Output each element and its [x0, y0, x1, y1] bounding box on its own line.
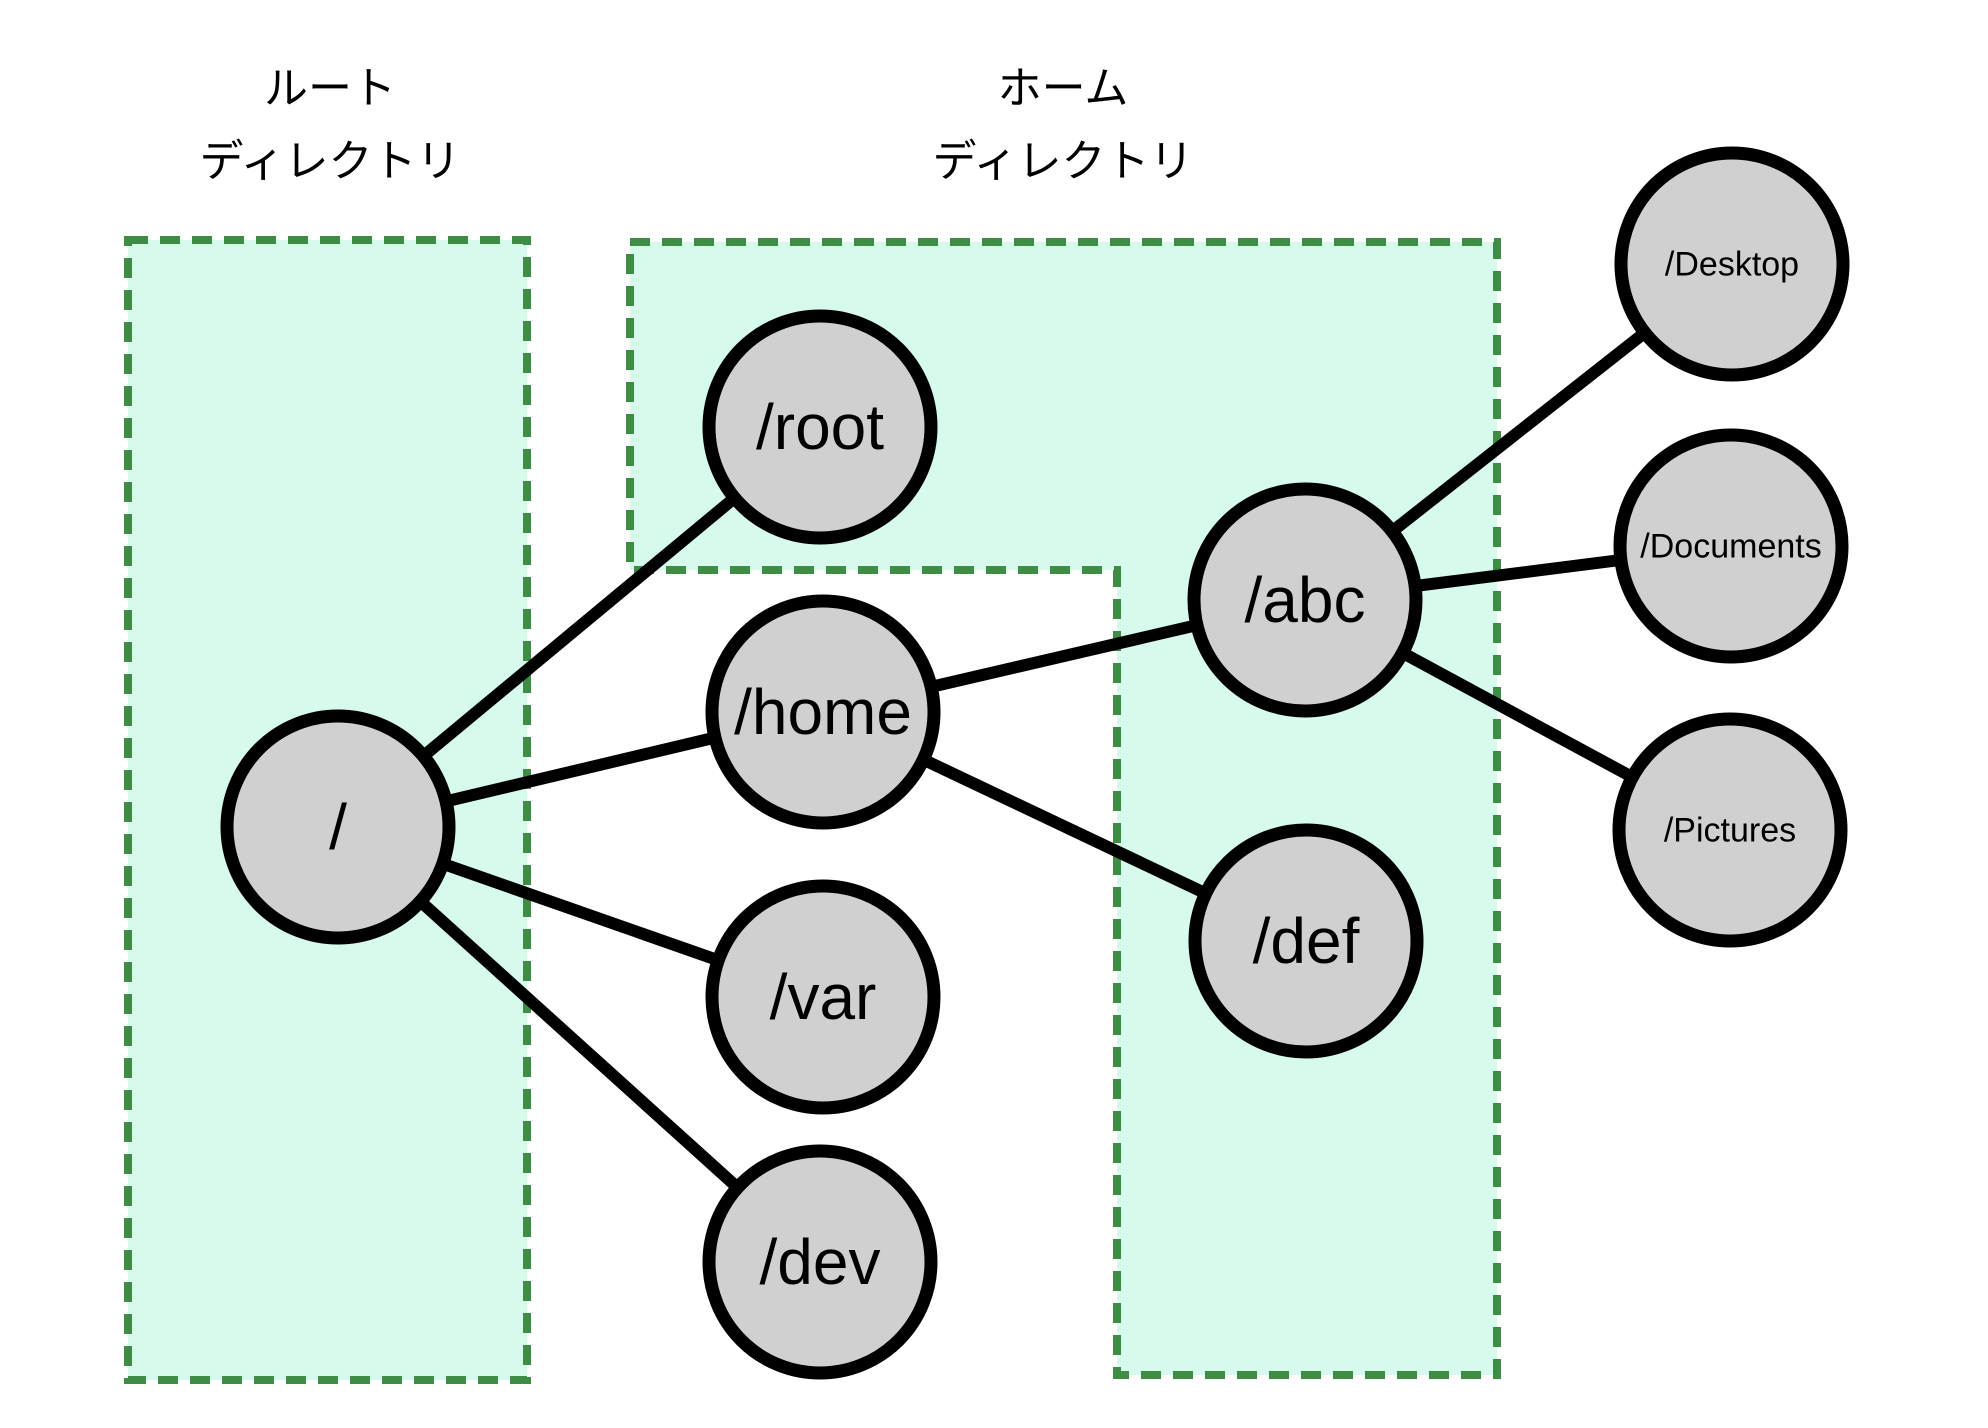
directory-node-circle-root [220, 709, 456, 945]
directory-node-label-abc: /abc [1245, 564, 1366, 636]
directory-node-label-desktop: /Desktop [1665, 246, 1799, 284]
directory-node-root-home: /root [702, 309, 938, 545]
directory-node-label-pictures: /Pictures [1664, 812, 1796, 850]
root-directory-title-line1: ルート [264, 64, 396, 113]
directory-node-label-var: /var [770, 961, 877, 1033]
directory-node-circle-pictures [1612, 712, 1848, 948]
directory-node-root: / [220, 709, 456, 945]
directory-node-label-root: / [329, 791, 347, 863]
home-directory-title-line2: ディレクトリ [933, 137, 1194, 186]
root-directory-title-line2: ディレクトリ [200, 137, 461, 186]
directory-node-label-documents: /Documents [1640, 528, 1821, 566]
directory-node-circle-home [705, 594, 941, 830]
directory-node-circle-def [1188, 823, 1424, 1059]
directory-node-var: /var [705, 879, 941, 1115]
directory-node-circle-var [705, 879, 941, 1115]
directory-node-label-root-home: /root [756, 391, 884, 463]
directory-node-circle-root-home [702, 309, 938, 545]
directory-node-label-home: /home [734, 676, 912, 748]
directory-node-pictures: /Pictures [1612, 712, 1848, 948]
directory-node-def: /def [1188, 823, 1424, 1059]
directory-node-abc: /abc [1187, 482, 1423, 718]
directory-node-dev: /dev [702, 1144, 938, 1380]
directory-node-circle-dev [702, 1144, 938, 1380]
directory-node-circle-abc [1187, 482, 1423, 718]
directory-node-label-dev: /dev [760, 1226, 881, 1298]
tree-nodes-layer: / /root/home/var/dev/abc/def/Desktop/Docu… [220, 146, 1850, 1380]
directory-node-circle-documents [1613, 428, 1849, 664]
directory-node-desktop: /Desktop [1614, 146, 1850, 382]
directory-node-circle-desktop [1614, 146, 1850, 382]
directory-node-documents: /Documents [1613, 428, 1849, 664]
directory-node-label-def: /def [1253, 905, 1360, 977]
directory-node-home: /home [705, 594, 941, 830]
home-directory-title-line1: ホーム [998, 64, 1129, 113]
